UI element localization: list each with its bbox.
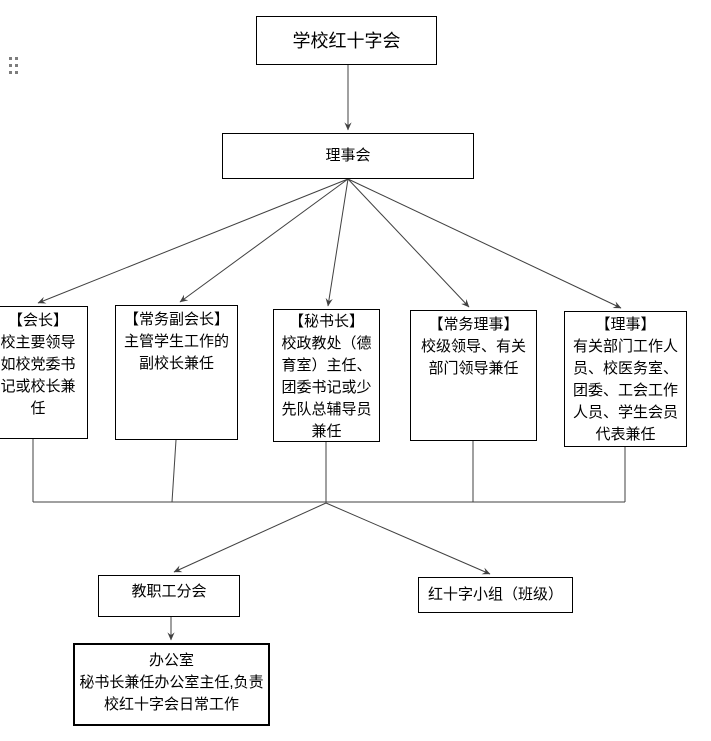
node-label: 学校红十字会	[292, 30, 401, 51]
node-label: 红十字小组（班级）	[427, 586, 563, 603]
drag-handle-icon[interactable]	[9, 57, 18, 74]
node-label: 理事会	[325, 147, 371, 164]
arrow-council-to-managing-director	[347, 178, 470, 308]
node-executive-vice-president[interactable]: 【常务副会长】 主管学生工作的 副校长兼任	[115, 305, 238, 440]
arrow-council-to-vice-president	[179, 178, 349, 303]
node-managing-director[interactable]: 【常务理事】 校级领导、有关 部门领导兼任	[410, 310, 537, 441]
node-class-red-cross-group[interactable]: 红十字小组（班级）	[418, 577, 573, 613]
arrow-bus-to-class-group	[325, 502, 491, 575]
arrow-council-to-director	[347, 178, 622, 309]
node-secretary-general[interactable]: 【秘书长】 校政教处（德 育室）主任、 团委书记或少 先队总辅导员 兼任	[273, 309, 380, 442]
node-office[interactable]: 办公室 秘书长兼任办公室主任,负责 校红十字会日常工作	[73, 643, 270, 726]
node-director[interactable]: 【理事】 有关部门工作人 员、校医务室、 团委、工会工作 人员、学生会员 代表兼…	[564, 311, 687, 447]
node-staff-branch[interactable]: 教职工分会	[98, 575, 240, 617]
node-council[interactable]: 理事会	[222, 133, 474, 179]
arrow-council-to-secretary	[325, 178, 349, 307]
arrow-council-to-president	[37, 178, 349, 304]
node-president[interactable]: 【会长】 校主要领导 如校党委书 记或校长兼 任	[0, 306, 88, 439]
node-school-red-cross[interactable]: 学校红十字会	[256, 16, 437, 65]
arrow-bus-to-staff-branch	[173, 502, 327, 573]
stem-vice-president	[171, 439, 177, 503]
